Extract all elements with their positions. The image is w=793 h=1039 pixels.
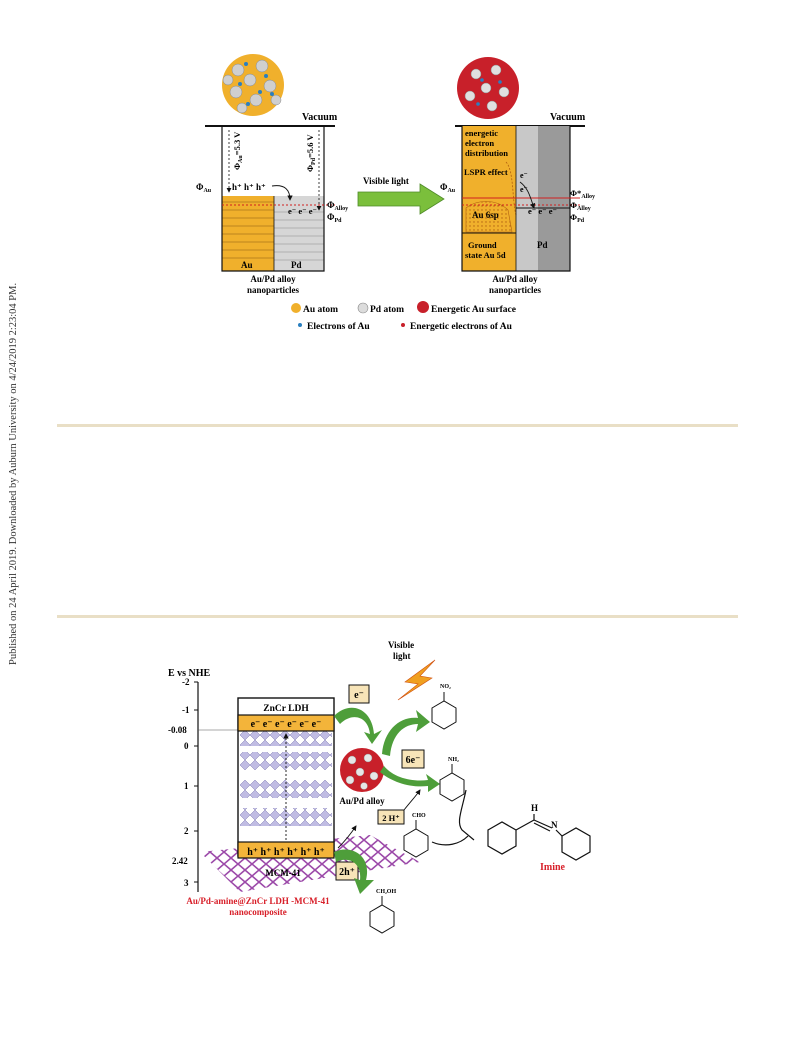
- r-electron-2: e⁻: [520, 185, 528, 194]
- divider-top: [57, 424, 738, 427]
- lightning-bolt-icon: [397, 659, 436, 701]
- vacuum-label: Vacuum: [302, 112, 338, 123]
- r-pd-label: Pd: [537, 240, 548, 250]
- holes-label: h⁺ h⁺ h⁺: [232, 182, 266, 192]
- electrons-label: e⁻ e⁻ e⁻: [288, 206, 317, 216]
- mcm41-label: MCM-41: [265, 868, 301, 878]
- visible-light-label: Visible light: [363, 176, 409, 186]
- green-arrow-to-amine: [380, 766, 440, 792]
- six-electrons-box: 6e⁻: [406, 755, 421, 766]
- right-band-diagram: Vacuum energetic electron distribution L…: [440, 112, 595, 295]
- visible-light-arrow: Visible light: [357, 176, 445, 215]
- tick-minus-0-08: -0.08: [168, 725, 187, 735]
- divider-bottom: [57, 615, 738, 618]
- tick-minus-1: -1: [182, 705, 190, 715]
- figure-1-legend: Au atom Pd atom Energetic Au surface Ele…: [291, 301, 516, 332]
- tick-2-42: 2.42: [172, 856, 188, 866]
- green-arrow-oxidation: [334, 849, 374, 894]
- legend-electrons-au: Electrons of Au: [307, 322, 370, 332]
- aniline-molecule: [439, 764, 465, 802]
- green-arrow-6e: [382, 710, 430, 756]
- tick-2: 2: [184, 826, 189, 836]
- energy-axis: E vs NHE -2 -1 -0.08 0 1 2 2.42 3: [168, 668, 238, 892]
- imine-h-label: H: [531, 803, 538, 813]
- figure-2-photocatalysis-scheme: E vs NHE -2 -1 -0.08 0 1 2 2.42 3 ZnCr L…: [168, 640, 591, 934]
- legend-energetic-surface: Energetic Au surface: [431, 305, 516, 315]
- caption-right-1: Au/Pd alloy: [492, 274, 538, 284]
- imine-molecule: [487, 814, 591, 861]
- ch2oh-label: CH₂OH: [376, 889, 396, 895]
- composite-label-2: nanocomposite: [229, 907, 287, 917]
- green-arrow-electron-transfer: [334, 707, 382, 744]
- lspr-label: LSPR effect: [464, 167, 508, 177]
- r-phi-au-label: ΦAu: [440, 182, 456, 194]
- legend-pd-atom: Pd atom: [370, 305, 404, 315]
- r-electrons-label: e⁻ e⁻ e⁻: [528, 206, 557, 216]
- energetic-line1: energetic: [465, 128, 498, 138]
- tick-0: 0: [184, 741, 189, 751]
- composite-label-1: Au/Pd-amine@ZnCr LDH -MCM-41: [186, 896, 330, 906]
- axis-title: E vs NHE: [168, 668, 211, 679]
- legend-energetic-electrons: Energetic electrons of Au: [410, 322, 513, 332]
- visible-label: Visible: [388, 640, 414, 650]
- aupd-alloy-particle: [340, 748, 384, 792]
- phi-au-value: ΦAu=5.3 V: [232, 131, 244, 170]
- energetic-line3: distribution: [465, 148, 508, 158]
- au-label: Au: [241, 260, 253, 270]
- caption-left-2: nanoparticles: [247, 285, 299, 295]
- alloy-label: Au/Pd alloy: [339, 796, 385, 806]
- figure-1-band-diagram: Vacuum ΦAu=5.3 V ΦPd=5.6 V ΦAu h⁺ h⁺ h⁺ …: [196, 54, 595, 332]
- r-electron-1: e⁻: [520, 171, 528, 180]
- nitrobenzene-molecule: [431, 692, 457, 730]
- nh2-label: NH₂: [448, 757, 459, 763]
- valence-band-holes: h⁺ h⁺ h⁺ h⁺ h⁺ h⁺: [247, 847, 325, 858]
- phi-alloy-label: ΦAlloy: [327, 200, 348, 212]
- r-phi-pd-label: ΦPd: [570, 212, 585, 224]
- no2-label: NO₂: [440, 684, 451, 690]
- imine-label: Imine: [540, 862, 566, 873]
- phi-pd-value: ΦPd=5.6 V: [305, 133, 317, 172]
- r-vacuum-label: Vacuum: [550, 112, 586, 123]
- au6sp-label: Au 6sp: [472, 210, 499, 220]
- tick-minus-2: -2: [182, 677, 190, 687]
- energetic-line2: electron: [465, 138, 494, 148]
- two-holes-box: 2h⁺: [339, 867, 355, 878]
- r-phi-alloy-star-label: Φ*Alloy: [570, 188, 595, 200]
- imine-n-label: N: [551, 820, 558, 830]
- phi-au-label: ΦAu: [196, 182, 212, 194]
- conduction-band-electrons: e⁻ e⁻ e⁻ e⁻ e⁻ e⁻: [251, 719, 322, 730]
- ldh-box: ZnCr LDH e⁻ e⁻ e⁻ e⁻ e⁻ e⁻ h⁺ h⁺ h⁺ h⁺ h…: [237, 697, 335, 859]
- cho-label: CHO: [412, 813, 426, 819]
- reaction-connector: [431, 789, 475, 846]
- benzaldehyde-molecule: [403, 820, 429, 858]
- electron-box: e⁻: [354, 690, 364, 701]
- nanoparticle-right: [457, 57, 519, 119]
- pd-label: Pd: [291, 260, 302, 270]
- caption-left-1: Au/Pd alloy: [250, 274, 296, 284]
- caption-right-2: nanoparticles: [489, 285, 541, 295]
- legend-au-atom: Au atom: [303, 305, 338, 315]
- ldh-title: ZnCr LDH: [263, 704, 309, 714]
- ground-line2: state Au 5d: [465, 250, 506, 260]
- tick-3: 3: [184, 878, 189, 888]
- ground-line1: Ground: [468, 240, 497, 250]
- tick-1: 1: [184, 781, 189, 791]
- left-band-diagram: Vacuum ΦAu=5.3 V ΦPd=5.6 V ΦAu h⁺ h⁺ h⁺ …: [196, 112, 348, 295]
- two-protons-box: 2 H⁺: [382, 813, 399, 823]
- nanoparticle-left: [222, 54, 284, 116]
- light-label: light: [393, 651, 411, 661]
- r-phi-alloy-label: ΦAlloy: [570, 200, 591, 212]
- benzyl-alcohol-molecule: [369, 896, 395, 934]
- phi-pd-label: ΦPd: [327, 212, 342, 224]
